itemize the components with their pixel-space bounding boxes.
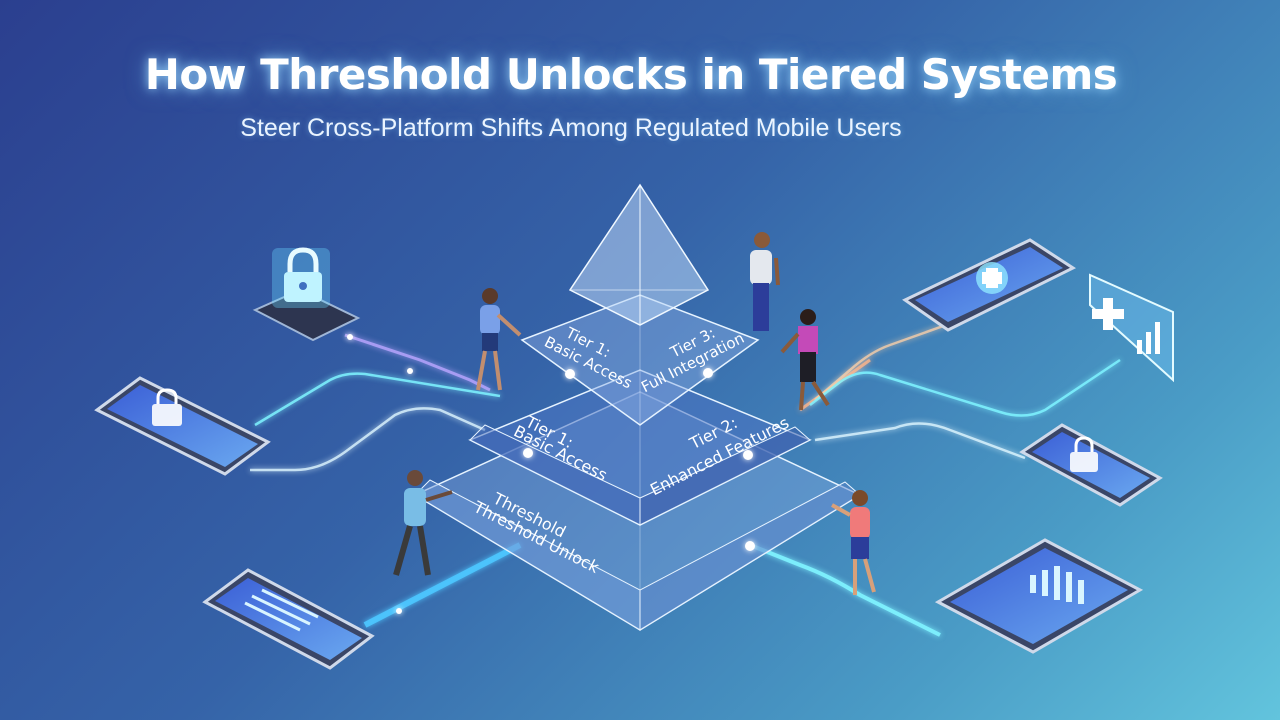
device-bottom-left	[202, 568, 375, 670]
device-top-right	[902, 238, 1077, 332]
device-middle-left	[94, 376, 271, 476]
chart-icon	[244, 588, 319, 632]
plus-bar-chart-icon	[1092, 298, 1160, 354]
person-top-right	[750, 232, 780, 331]
lock-icon	[152, 388, 182, 426]
device-middle-right	[1019, 423, 1163, 507]
person-bottom-left	[393, 470, 453, 576]
lock-icon	[284, 247, 322, 302]
device-top-left	[252, 247, 361, 342]
diagram-subtitle: Steer Cross-Platform Shifts Among Regula…	[240, 114, 902, 142]
person-top-left	[476, 288, 522, 391]
diagram-title: How Threshold Unlocks in Tiered Systems	[144, 50, 1118, 99]
connection-nodes	[347, 334, 755, 614]
device-bottom-right	[934, 538, 1144, 654]
connection-lines	[250, 318, 1121, 637]
person-middle-right	[780, 309, 830, 411]
plus-icon	[976, 262, 1008, 294]
device-far-right-card	[1089, 273, 1174, 383]
bar-chart-icon	[1030, 566, 1084, 604]
person-bottom-right	[831, 490, 876, 595]
lock-icon	[1070, 436, 1098, 472]
